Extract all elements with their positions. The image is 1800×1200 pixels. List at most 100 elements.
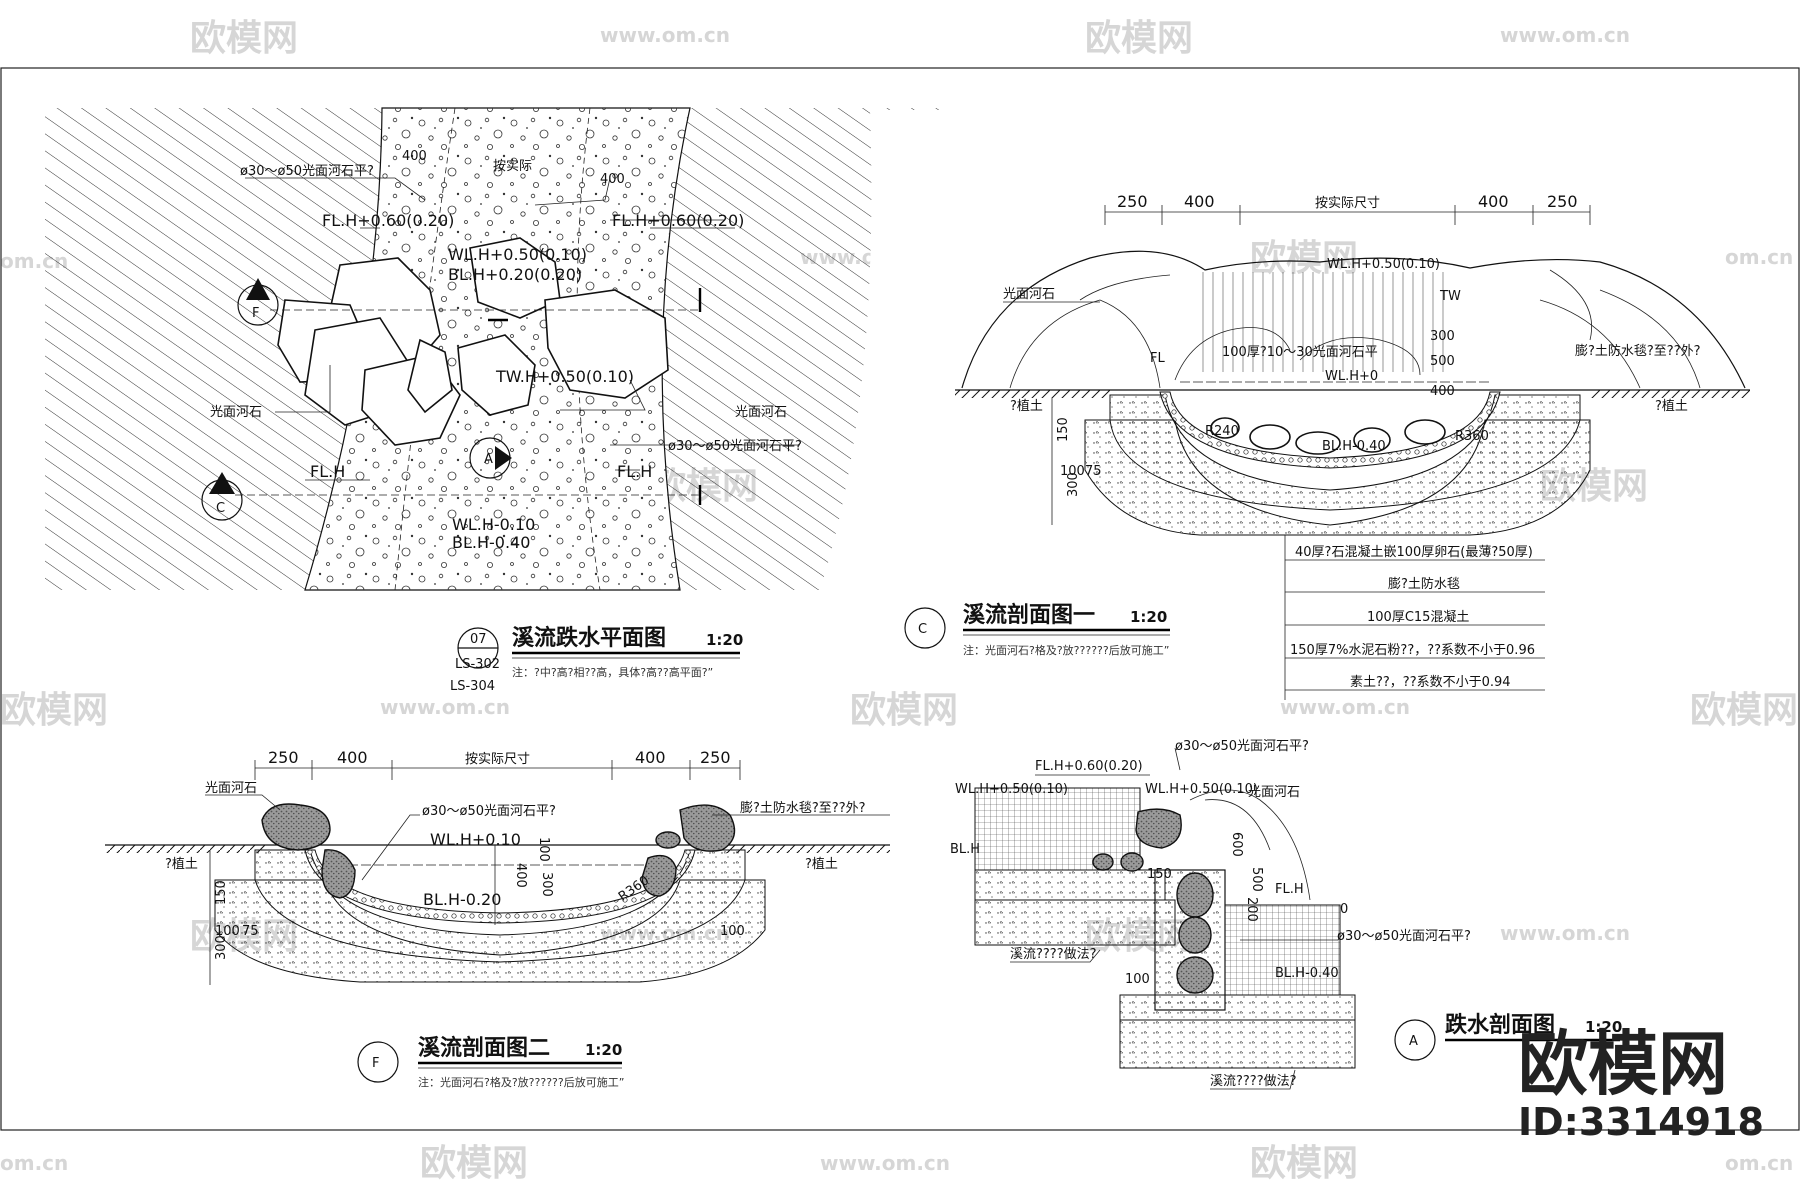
s3-wl-right: WL.H+0.50(0.10) — [1145, 782, 1258, 797]
s2-dim: 400 — [337, 748, 368, 767]
s2-v-100: 100 — [536, 837, 551, 862]
watermark-edge: om.cn — [1725, 1151, 1793, 1175]
s3-boulder — [1178, 916, 1212, 954]
s1-dim-150: 150 — [1056, 417, 1071, 442]
s3-scale: 1:20 — [1585, 1018, 1622, 1036]
watermark-site: www.om.cn — [1500, 23, 1630, 47]
plan-section-marker-f: F — [237, 278, 279, 326]
plan-ref-top: 07 — [470, 632, 487, 647]
s1-dim: 400 — [1478, 192, 1509, 211]
s2-marker: F — [372, 1056, 379, 1071]
marker-letter: A — [484, 452, 493, 467]
marker-letter: F — [252, 306, 259, 321]
s2-bl: BL.H-0.20 — [423, 890, 501, 909]
watermark-edge: om.cn — [1725, 245, 1793, 269]
plan-fl-left: FL.H+0.60(0.20) — [322, 211, 454, 230]
s3-boulder — [1092, 853, 1114, 871]
watermark-site: www.om.cn — [820, 1151, 950, 1175]
s2-v-300: 300 — [539, 872, 554, 897]
plan-boulder — [457, 334, 536, 416]
plan-wl-mid: WL.H+0.50(0.10) — [448, 245, 587, 264]
s2-soil-right: ?植土 — [805, 857, 838, 872]
watermark-site: www.om.cn — [600, 23, 730, 47]
s3-stream-note-1: 溪流????做法? — [1010, 947, 1097, 962]
s3-pebbles-top: ø30～ø50光面河石平? — [1175, 739, 1309, 754]
plan-rock-right-label: 光面河石 — [735, 405, 787, 420]
plan-section-marker-c: C — [201, 472, 243, 521]
corner-logo-brand: 欧模网 — [1518, 1023, 1728, 1105]
corner-logo-id: ID:3314918 — [1518, 1100, 1764, 1144]
s2-d-300: 300 — [214, 935, 229, 960]
s2-dim: 250 — [268, 748, 299, 767]
s3-d-150: 150 — [1147, 867, 1172, 882]
s1-v-500: 500 — [1430, 354, 1455, 369]
s1-concrete — [1109, 394, 1581, 511]
watermark-brand: 欧模网 — [1250, 1143, 1358, 1184]
watermark-site: www.om.cn — [1500, 921, 1630, 945]
s1-layer: 100厚C15混凝土 — [1367, 609, 1469, 625]
s1-soil-right: ?植土 — [1655, 399, 1688, 414]
s1-fl-label: FL — [1150, 351, 1165, 366]
plan-bl-mid: BL.H+0.20(0.20) — [448, 265, 582, 284]
watermark-brand: 欧模网 — [0, 690, 108, 731]
s1-rock-backdrop — [961, 250, 1746, 389]
s3-wl-left: WL.H+0.50(0.10) — [955, 782, 1068, 797]
watermark-site: www.om.cn — [380, 695, 510, 719]
section-three: ø30～ø50光面河石平? FL.H+0.60(0.20) WL.H+0.50(… — [950, 739, 1622, 1090]
s2-d-100r: 100 — [720, 924, 745, 939]
watermark-site: www.om.cn — [1280, 695, 1410, 719]
plan-ref-bottom: LS-304 — [450, 679, 495, 694]
plan-view: F A C ø30～ø50光面河石平? 400 按实际 400 FL.H+0.6… — [45, 107, 945, 694]
plan-pebbles-top-label: ø30～ø50光面河石平? — [240, 164, 374, 179]
plan-dim-400-a: 400 — [402, 149, 427, 164]
s1-v-400: 400 — [1430, 384, 1455, 399]
s2-scale: 1:20 — [585, 1041, 622, 1059]
plan-scale: 1:20 — [706, 631, 743, 649]
s3-upper-pool — [974, 787, 1141, 871]
s1-wl-label: WL.H+0.50(0.10) — [1327, 257, 1440, 272]
marker-letter: C — [216, 501, 225, 516]
s2-title: 溪流剖面图二 — [418, 1035, 550, 1061]
plan-fl-bottom-left: FL.H — [310, 462, 345, 481]
s2-title-block: F 溪流剖面图二 1:20 注：光面河石?格及?放??????后放可施工” — [357, 1035, 624, 1089]
s1-soil-left: ?植土 — [1010, 399, 1043, 414]
s3-bl: BL.H — [950, 842, 980, 857]
s3-v-200: 200 — [1244, 897, 1259, 922]
s2-dim: 400 — [635, 748, 666, 767]
s3-title: 跌水剖面图 — [1445, 1012, 1555, 1038]
s2-boulder — [655, 831, 681, 849]
s1-rock-label: 光面河石 — [1003, 287, 1055, 302]
s2-pebbles-label: ø30～ø50光面河石平? — [422, 804, 556, 819]
s2-boulder — [641, 854, 677, 897]
s3-fl: FL.H+0.60(0.20) — [1035, 759, 1143, 774]
s2-rock-label: 光面河石 — [205, 781, 257, 796]
watermark-edge: om.cn — [0, 1151, 68, 1175]
s2-boulder — [679, 804, 736, 852]
plan-fl-bottom-mid: FL.H — [617, 462, 652, 481]
plan-title-block: 07 LS-302 LS-304 溪流跌水平面图 1:20 注：?中?高?相??… — [450, 625, 743, 694]
s1-scale: 1:20 — [1130, 608, 1167, 626]
s2-d-100: 100 — [215, 924, 240, 939]
s3-d-100: 100 — [1125, 972, 1150, 987]
s3-rock: 光面河石 — [1248, 785, 1300, 800]
plan-section-marker-a: A — [469, 437, 512, 479]
s3-boulder — [1176, 956, 1214, 994]
plan-dim-400-b: 400 — [600, 172, 625, 187]
plan-title: 溪流跌水平面图 — [512, 625, 666, 651]
s3-v-600: 600 — [1229, 832, 1244, 857]
s1-v-300: 300 — [1430, 329, 1455, 344]
s1-dim: 按实际尺寸 — [1315, 196, 1380, 211]
s2-d-150: 150 — [214, 880, 229, 905]
plan-fl-right: FL.H+0.60(0.20) — [612, 211, 744, 230]
watermark-brand: 欧模网 — [420, 1143, 528, 1184]
plan-bl-bottom: BL.H-0.40 — [452, 533, 530, 552]
s2-dim: 250 — [700, 748, 731, 767]
plan-dim-actual: 按实际 — [493, 159, 532, 174]
s2-concrete — [254, 849, 746, 963]
plan-boulder — [544, 289, 669, 399]
s1-dim-100: 100 — [1060, 464, 1085, 479]
plan-ref-mid: LS-302 — [455, 657, 500, 672]
s2-wl: WL.H+0.10 — [430, 830, 521, 849]
s3-bl2: BL.H-0.40 — [1275, 966, 1339, 981]
s3-title-block: A 跌水剖面图 1:20 — [1394, 1012, 1622, 1061]
